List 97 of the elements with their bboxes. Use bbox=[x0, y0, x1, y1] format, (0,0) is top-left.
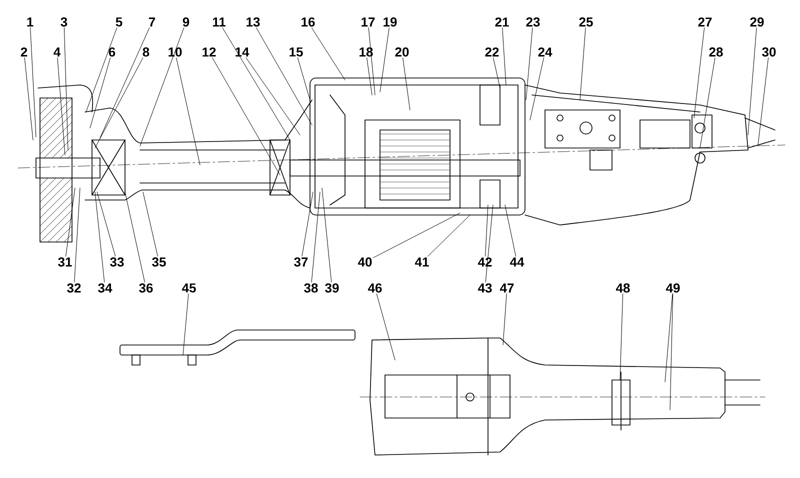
callout-number: 6 bbox=[108, 47, 116, 57]
callout-number: 7 bbox=[148, 18, 156, 26]
leader-line bbox=[380, 28, 390, 92]
callout-number: 39 bbox=[325, 283, 339, 293]
callout-number: 17 bbox=[362, 18, 375, 26]
callout-number: 31 bbox=[58, 257, 72, 267]
leader-line bbox=[124, 192, 145, 282]
leader-line bbox=[140, 28, 184, 146]
leader-line bbox=[670, 294, 674, 410]
callout-number: 43 bbox=[478, 283, 492, 293]
leader-line bbox=[212, 57, 280, 176]
callout-number: 41 bbox=[414, 258, 429, 266]
leader-line bbox=[526, 28, 533, 100]
callout-number: 14 bbox=[236, 48, 250, 56]
callout-number: 38 bbox=[304, 283, 318, 293]
leader-line bbox=[100, 27, 150, 138]
callout-number: 20 bbox=[395, 47, 409, 57]
leader-line bbox=[366, 58, 372, 96]
leader-line bbox=[86, 27, 118, 112]
callout-number: 42 bbox=[478, 257, 492, 267]
leader-line bbox=[142, 192, 158, 256]
leader-line bbox=[664, 294, 673, 382]
leader-line bbox=[94, 58, 144, 148]
leader-line bbox=[322, 188, 332, 282]
callout-number: 34 bbox=[98, 283, 112, 293]
callout-number: 9 bbox=[182, 17, 190, 27]
leader-line bbox=[311, 192, 320, 282]
callout-number: 13 bbox=[246, 17, 260, 27]
leader-line bbox=[311, 28, 346, 80]
callout-number: 27 bbox=[698, 17, 712, 27]
leader-line bbox=[694, 27, 705, 118]
callout-number: 10 bbox=[168, 47, 182, 57]
leader-line bbox=[182, 293, 189, 356]
callout-number: 5 bbox=[116, 17, 122, 27]
callout-number: 1 bbox=[27, 18, 34, 26]
callout-number: 2 bbox=[20, 47, 28, 57]
leader-line bbox=[485, 204, 494, 282]
leader-line bbox=[256, 28, 312, 126]
callout-number: 11 bbox=[212, 18, 226, 26]
callout-number: 4 bbox=[54, 48, 61, 56]
callout-number: 45 bbox=[182, 283, 196, 293]
leader-line bbox=[758, 58, 769, 146]
leader-line bbox=[373, 212, 460, 258]
leader-line bbox=[24, 57, 34, 140]
leader-line bbox=[74, 188, 80, 282]
callout-number: 46 bbox=[368, 283, 382, 293]
callout-number: 25 bbox=[579, 17, 593, 27]
callout-number: 12 bbox=[202, 47, 216, 57]
callout-number: 47 bbox=[500, 284, 514, 292]
leader-line bbox=[620, 294, 624, 380]
leader-line bbox=[64, 28, 68, 150]
leader-line bbox=[493, 57, 500, 88]
leader-line bbox=[368, 27, 376, 96]
callout-number: 3 bbox=[60, 17, 68, 27]
callout-number: 15 bbox=[290, 47, 303, 57]
leader-line bbox=[502, 293, 507, 346]
leader-line bbox=[94, 192, 105, 282]
leader-line bbox=[30, 27, 36, 138]
leader-line bbox=[222, 27, 290, 140]
callout-number: 30 bbox=[762, 47, 776, 57]
callout-number: 18 bbox=[360, 47, 373, 57]
callout-number: 32 bbox=[67, 283, 81, 293]
leader-line bbox=[302, 192, 314, 256]
callout-number: 29 bbox=[750, 17, 764, 27]
leader-line bbox=[485, 204, 488, 256]
callout-number: 19 bbox=[384, 17, 397, 27]
leader-line bbox=[176, 58, 200, 166]
callout-number: 37 bbox=[294, 257, 308, 267]
leader-line bbox=[246, 57, 300, 136]
leader-line bbox=[748, 28, 757, 136]
leader-line bbox=[57, 57, 66, 156]
leader-line bbox=[376, 294, 396, 360]
callout-number: 21 bbox=[495, 17, 509, 27]
leader-line bbox=[297, 57, 310, 100]
callout-number: 33 bbox=[110, 257, 124, 267]
leader-line bbox=[90, 58, 111, 128]
callout-number: 36 bbox=[139, 283, 153, 293]
callout-number: 23 bbox=[526, 17, 540, 27]
callout-number: 28 bbox=[709, 47, 723, 57]
leader-line bbox=[428, 214, 470, 257]
callout-number: 48 bbox=[616, 283, 630, 293]
callout-number: 40 bbox=[358, 257, 372, 267]
callout-number: 44 bbox=[510, 258, 524, 266]
leader-line bbox=[580, 28, 586, 100]
callout-number: 35 bbox=[152, 257, 166, 267]
callout-number: 8 bbox=[142, 47, 150, 57]
leader-line bbox=[504, 204, 516, 257]
callout-number: 24 bbox=[538, 47, 552, 57]
leader-line bbox=[66, 188, 76, 256]
callout-number: 49 bbox=[666, 283, 680, 293]
leader-line bbox=[502, 27, 506, 86]
leader-line bbox=[700, 58, 716, 148]
leader-line bbox=[402, 58, 410, 110]
leader-line bbox=[96, 192, 116, 256]
leader-line bbox=[530, 57, 544, 120]
callout-number: 16 bbox=[302, 17, 315, 27]
callout-number: 22 bbox=[485, 47, 499, 57]
